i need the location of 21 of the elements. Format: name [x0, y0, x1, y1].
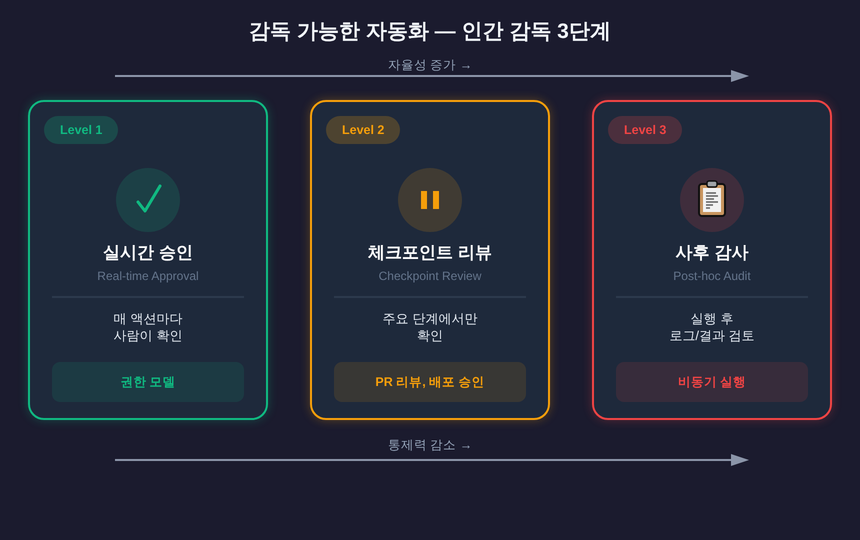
direction-label: 통제력 감소 →	[388, 437, 472, 453]
example-tag: 비동기 실행	[616, 362, 808, 402]
stage-title: 사후 감사	[676, 242, 748, 264]
stage-card	[310, 100, 550, 420]
stage-card	[592, 100, 832, 420]
stage-subtitle: Real-time Approval	[97, 268, 199, 284]
stage-subtitle: Checkpoint Review	[378, 268, 482, 284]
stage-card	[28, 100, 268, 420]
level-badge: Level 1	[44, 116, 118, 144]
stage-title: 체크포인트 리뷰	[368, 242, 492, 264]
stage-description: 주요 단계에서만 확인	[382, 310, 478, 344]
level-badge: Level 3	[608, 116, 682, 144]
level-badge: Level 2	[326, 116, 400, 144]
example-tag: PR 리뷰, 배포 승인	[334, 362, 526, 402]
stage-description: 매 액션마다 사람이 확인	[112, 310, 184, 344]
diagram-title: 감독 가능한 자동화 — 인간 감독 3단계	[249, 19, 611, 45]
stage-title: 실시간 승인	[103, 242, 193, 264]
stage-description: 실행 후 로그/결과 검토	[668, 310, 756, 344]
stage-subtitle: Post-hoc Audit	[673, 268, 751, 284]
example-tag: 권한 모델	[52, 362, 244, 402]
direction-label: 자율성 증가 →	[388, 57, 472, 73]
